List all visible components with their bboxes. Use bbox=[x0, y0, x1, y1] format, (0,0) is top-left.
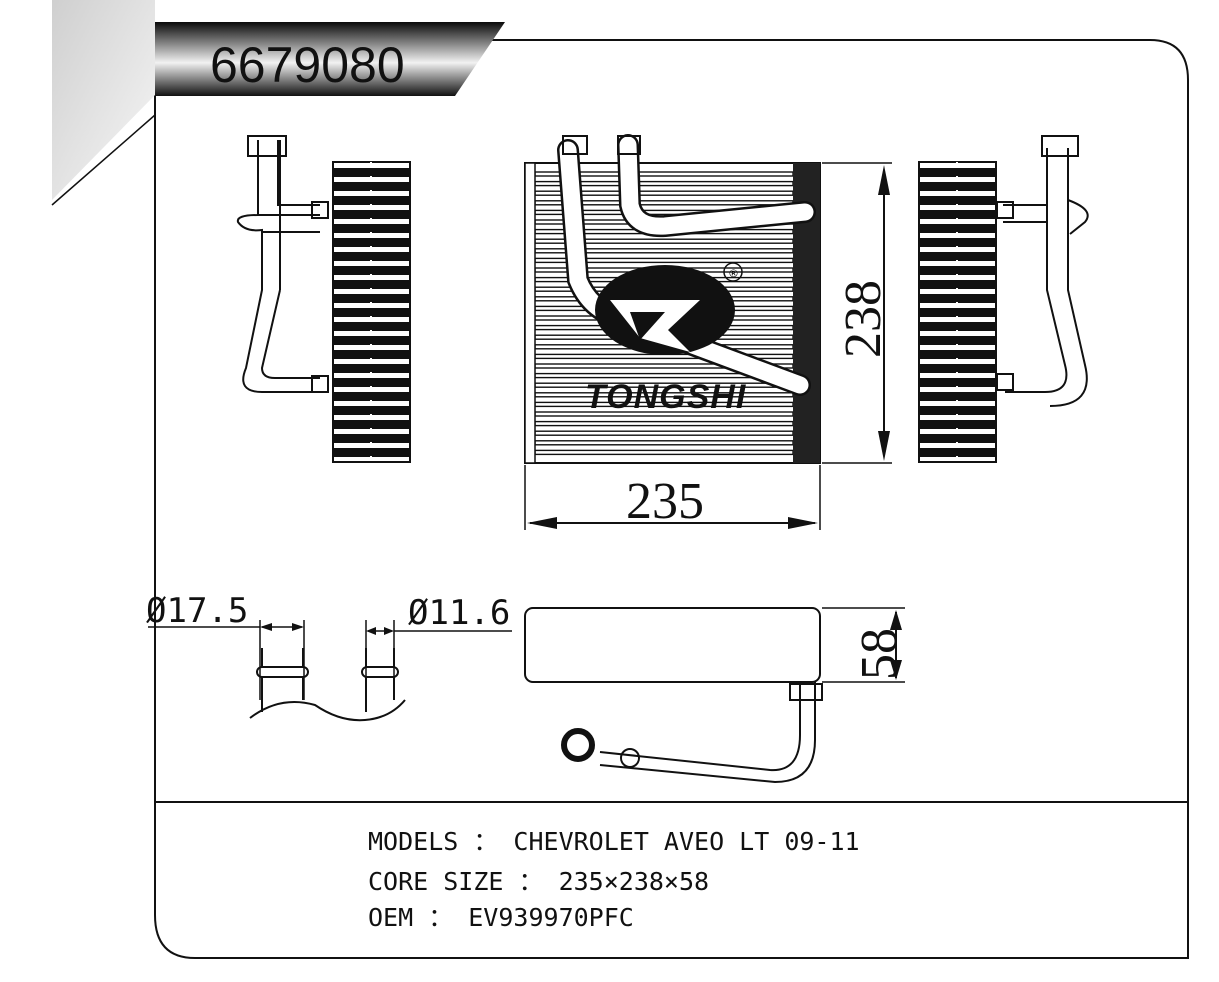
break-line bbox=[249, 699, 406, 722]
title-frame bbox=[154, 39, 1189, 959]
part-number-banner: 6679080 bbox=[155, 22, 505, 96]
tongshi-logo-icon: ® TONGSHI bbox=[585, 262, 747, 416]
dimension-width: 235 bbox=[524, 465, 821, 530]
top-view bbox=[524, 607, 823, 784]
corner-fold bbox=[51, 0, 156, 206]
spec-block: MODELS ： CHEVROLET AVEO LT 09-11 CORE SI… bbox=[368, 827, 860, 932]
dimension-height-label: 238 bbox=[835, 280, 892, 358]
left-side-view bbox=[236, 135, 411, 463]
dimension-depth-label: 58 bbox=[851, 628, 908, 680]
core-tube bbox=[534, 449, 794, 456]
spec-core-size: CORE SIZE ： 235×238×58 bbox=[368, 867, 709, 896]
fitting-detail-large: Ø17.5 bbox=[146, 591, 309, 712]
registered-mark: ® bbox=[728, 267, 739, 280]
part-number: 6679080 bbox=[210, 37, 405, 93]
outlet-diameter-label: Ø11.6 bbox=[408, 593, 510, 633]
right-side-view bbox=[918, 135, 1089, 463]
fitting-detail-small: Ø11.6 bbox=[361, 593, 512, 712]
dimension-depth: 58 bbox=[822, 607, 908, 683]
dimension-width-label: 235 bbox=[626, 473, 704, 530]
spec-models: MODELS ： CHEVROLET AVEO LT 09-11 bbox=[368, 827, 860, 856]
core-tube bbox=[534, 430, 794, 436]
core-tube bbox=[534, 420, 794, 427]
core-tube bbox=[534, 440, 794, 446]
inlet-diameter-label: Ø17.5 bbox=[146, 591, 248, 631]
brand-label: TONGSHI bbox=[585, 378, 747, 416]
spec-oem: OEM ： EV939970PFC bbox=[368, 903, 634, 932]
dimension-height: 238 bbox=[822, 162, 892, 464]
